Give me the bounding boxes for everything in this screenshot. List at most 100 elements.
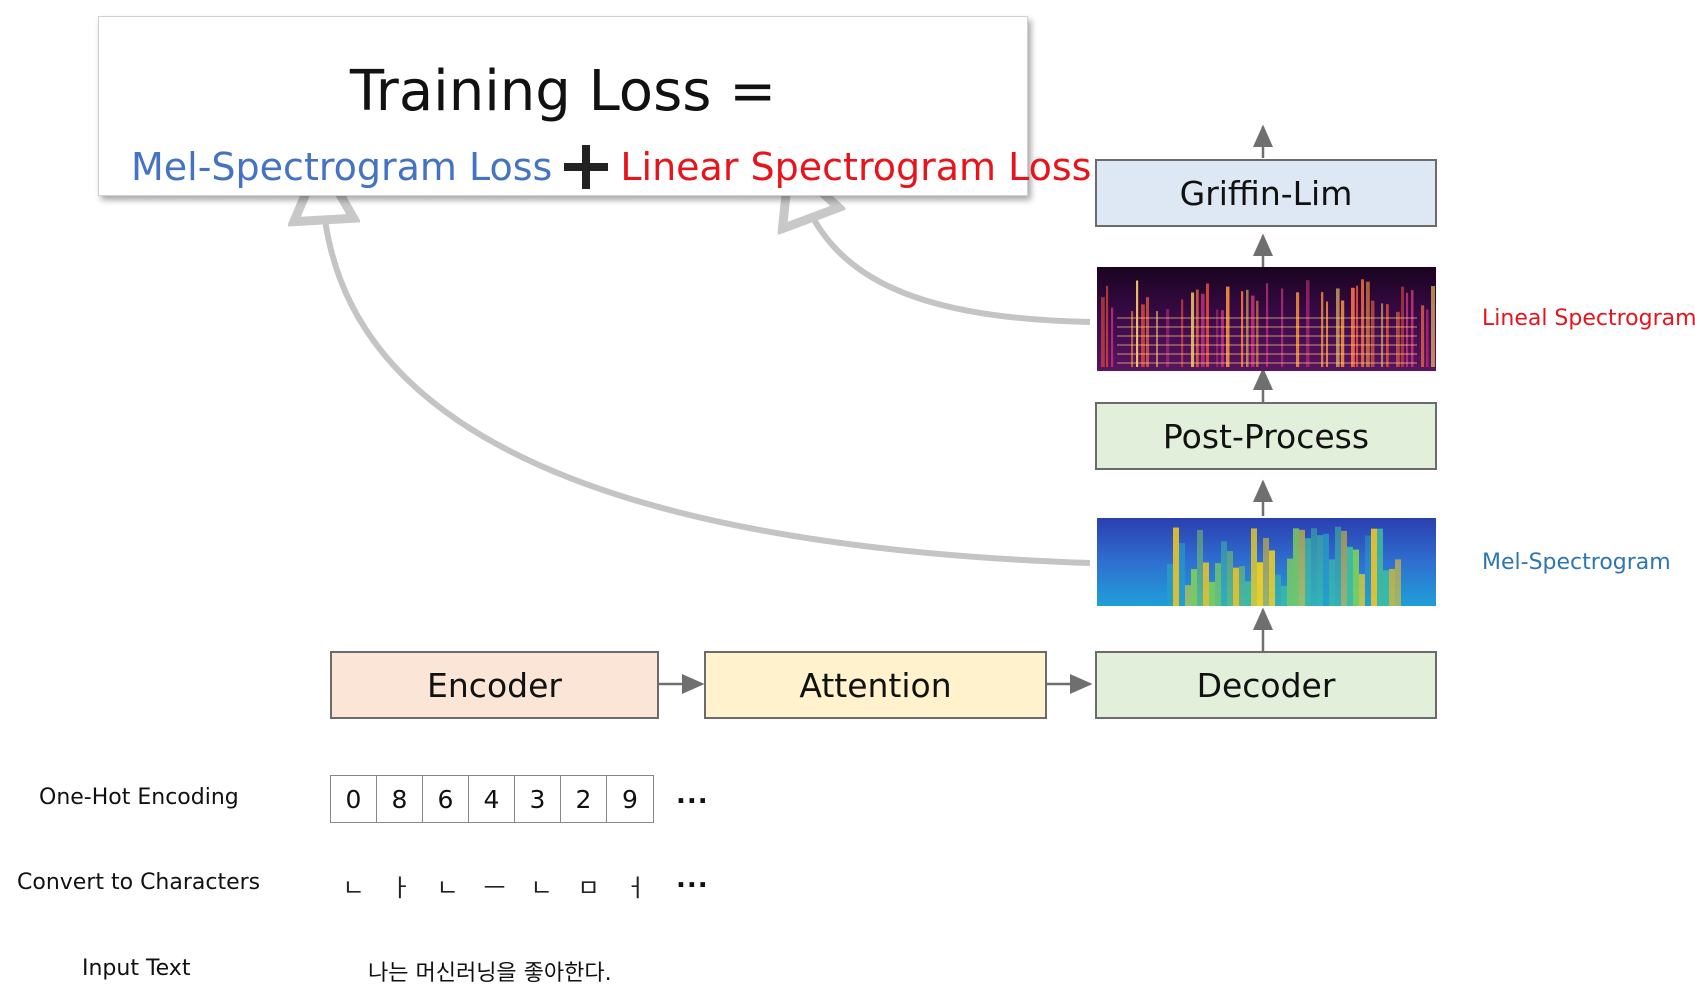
mel-spectrogram-band [1173, 527, 1179, 606]
linear-spectrogram-band [1371, 300, 1375, 367]
mel-spectrogram-band [1257, 562, 1263, 606]
linear-spectrogram-harmonic [1117, 353, 1417, 355]
linear-spectrogram-harmonic [1117, 362, 1417, 364]
linear-spectrogram-band [1251, 295, 1255, 367]
mel-spectrogram-band [1323, 533, 1329, 606]
linear-spectrogram-band [1361, 279, 1365, 367]
mel-loss-term: Mel-Spectrogram Loss [131, 145, 553, 189]
mel-spectrogram-band [1395, 559, 1401, 606]
mel-spectrogram-band [1293, 528, 1299, 606]
one-hot-cell: 9 [622, 784, 638, 814]
griffin-lim-label: Griffin-Lim [1179, 173, 1353, 213]
linear-spectrogram-band [1141, 304, 1145, 367]
one-hot-cell: 6 [423, 776, 469, 822]
character-item: ㅡ [483, 874, 506, 902]
attention-label: Attention [799, 665, 952, 705]
mel-spectrogram-band [1269, 550, 1275, 606]
mel-spectrogram-band [1347, 546, 1353, 606]
linear-spectrogram-band [1256, 300, 1259, 367]
linear-spectrogram-band [1226, 286, 1230, 367]
mel-spectrogram-band [1251, 528, 1257, 606]
linear-spectrogram-label: Lineal Spectrogram [1482, 306, 1695, 331]
mel-spectrogram-band [1245, 581, 1251, 606]
linear-spectrogram-band [1196, 289, 1199, 367]
one-hot-cell: 4 [469, 776, 515, 822]
mel-spectrogram-band [1209, 581, 1215, 606]
linear-spectrogram-band [1156, 311, 1159, 367]
mel-spectrogram-band [1329, 559, 1335, 606]
linear-spectrogram-band [1421, 305, 1425, 367]
character-item: ㅓ [624, 874, 647, 902]
mel-spectrogram-band [1281, 585, 1287, 606]
linear-spectrogram-band [1401, 286, 1405, 367]
linear-spectrogram-band [1356, 285, 1359, 367]
griffin-lim-block: Griffin-Lim [1095, 159, 1437, 227]
linear-spectrogram-band [1266, 283, 1269, 367]
linear-spectrogram-band [1296, 292, 1300, 367]
character-item: ㄴ [342, 874, 365, 902]
mel-spectrogram-band [1239, 566, 1245, 606]
encoder-block: Encoder [330, 651, 659, 719]
one-hot-cells: 0 8 6 4 3 2 9 [330, 775, 654, 823]
linear-spectrogram-band [1396, 311, 1400, 367]
linear-spectrogram-harmonic [1117, 326, 1417, 328]
linear-spectrogram-band [1221, 310, 1224, 367]
mel-spectrogram-band [1227, 551, 1233, 606]
linear-spectrogram-harmonic [1117, 335, 1417, 337]
character-item: ㄴ [436, 874, 459, 902]
linear-spectrogram-band [1241, 291, 1244, 367]
linear-spectrogram-band [1106, 285, 1109, 367]
linear-spectrogram-band [1181, 299, 1184, 367]
mel-spectrogram-band [1341, 530, 1347, 606]
mel-spectrogram-band [1353, 549, 1359, 606]
linear-spectrogram-band [1306, 280, 1310, 367]
linear-spectrogram-band [1326, 301, 1329, 367]
mel-spectrogram-band [1197, 529, 1203, 606]
attention-block: Attention [704, 651, 1047, 719]
mel-spectrogram-band [1371, 528, 1377, 606]
input-text-label: Input Text [82, 956, 191, 981]
linear-spectrogram-band [1131, 311, 1134, 367]
mel-spectrogram-band [1335, 526, 1341, 606]
one-hot-ellipsis: ... [676, 780, 709, 810]
plus-icon [564, 145, 609, 189]
linear-loss-curve [800, 190, 1091, 325]
character-item: ㅁ [577, 874, 600, 902]
linear-spectrogram-band [1386, 304, 1389, 367]
linear-loss-term: Linear Spectrogram Loss [620, 145, 1092, 189]
linear-spectrogram-band [1246, 289, 1249, 367]
one-hot-cell: 3 [515, 776, 561, 822]
linear-spectrogram-band [1111, 307, 1114, 367]
training-loss-title: Training Loss = [349, 59, 777, 124]
character-row: ㄴ ㅏ ㄴ ㅡ ㄴ ㅁ ㅓ [330, 868, 659, 903]
linear-spectrogram-band [1281, 288, 1284, 367]
post-process-label: Post-Process [1162, 416, 1370, 456]
mel-spectrogram-band [1377, 528, 1383, 606]
linear-spectrogram-band [1431, 286, 1435, 367]
post-process-block: Post-Process [1095, 402, 1437, 470]
training-loss-box: Training Loss = Mel-Spectrogram Loss Lin… [98, 16, 1091, 196]
mel-spectrogram-label: Mel-Spectrogram [1482, 550, 1671, 575]
mel-spectrogram-band [1299, 529, 1305, 606]
character-ellipsis: ... [676, 864, 709, 894]
mel-spectrogram-band [1359, 574, 1365, 606]
linear-spectrogram-band [1136, 280, 1139, 367]
mel-spectrogram-band [1233, 567, 1239, 606]
one-hot-cell: 0 [331, 776, 377, 822]
mel-spectrogram-band [1185, 585, 1191, 606]
linear-spectrogram-band [1321, 292, 1324, 367]
linear-spectrogram-band [1336, 288, 1340, 367]
linear-spectrogram-band [1366, 281, 1370, 367]
mel-spectrogram-band [1263, 537, 1269, 606]
linear-spectrogram-band [1206, 283, 1209, 367]
one-hot-encoding-label: One-Hot Encoding [39, 785, 239, 810]
mel-spectrogram-band [1221, 541, 1227, 606]
mel-spectrogram-band [1191, 569, 1197, 606]
linear-spectrogram-band [1341, 300, 1345, 367]
linear-spectrogram-band [1146, 297, 1150, 367]
mel-spectrogram-band [1317, 535, 1323, 606]
decoder-block: Decoder [1095, 651, 1437, 719]
linear-spectrogram-band [1166, 309, 1170, 367]
mel-spectrogram-band [1365, 535, 1371, 606]
